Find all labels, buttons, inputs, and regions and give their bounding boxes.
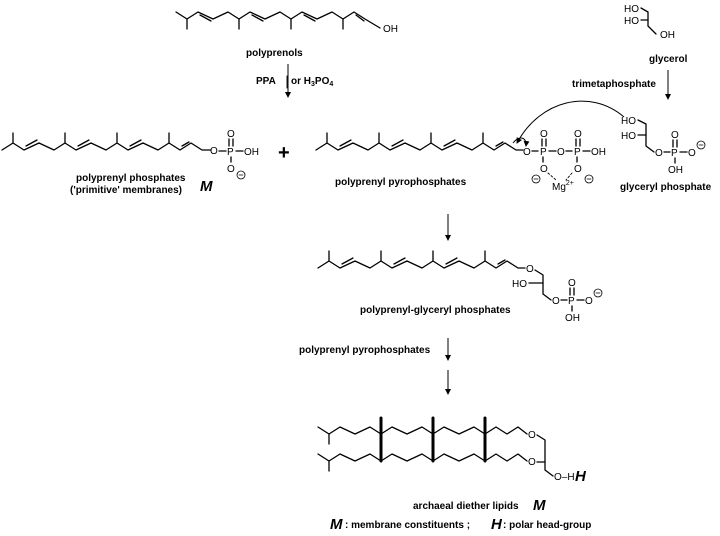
pgp-anion-o: O <box>585 296 593 307</box>
pp-anion-o-1: O <box>540 164 548 175</box>
lipid-ether-oxygen-1: O <box>528 430 536 441</box>
glyceryl-phosphate-structure: HO HO O P O O OH <box>621 116 706 176</box>
reagent-pyrophosphates-label: polyprenyl pyrophosphates <box>299 345 431 356</box>
reagent-phosphoric-acid: or H3PO4 <box>291 76 333 88</box>
polyprenyl-glyceryl-phosphates-label: polyprenyl-glyceryl phosphates <box>360 305 511 316</box>
anionic-oxygen: O <box>227 164 235 175</box>
legend-symbol-m: M <box>330 516 343 533</box>
pp-ester-oxygen: O <box>523 147 531 158</box>
archaeal-lipid-structure: O O O–H H <box>317 416 587 485</box>
polyprenyl-pyrophosphate-structure: O P O O P O OH O O Mg2+ <box>315 100 625 193</box>
pgp-ho: HO <box>512 279 527 290</box>
pgp-oh: OH <box>565 313 580 324</box>
pp-phosphorus-1: P <box>540 147 547 158</box>
glycerol-label: glycerol <box>649 54 688 65</box>
plus-sign: + <box>278 142 290 164</box>
lipid-ether-oxygen-2: O <box>528 457 536 468</box>
primitive-membranes-label: ('primitive' membranes) <box>70 185 182 196</box>
polar-head-symbol-h: H <box>575 468 587 485</box>
legend-membrane-text: : membrane constituents ; <box>345 520 470 531</box>
reagent-ppa: PPA <box>256 76 276 87</box>
pp-anion-o-2: O <box>574 164 582 175</box>
gp-ho-2: HO <box>621 131 636 142</box>
gp-ester-oxygen: O <box>655 148 663 159</box>
membrane-symbol-m-2: M <box>533 497 546 514</box>
polyprenol-structure: OH <box>175 11 398 35</box>
trimetaphosphate-label: trimetaphosphate <box>572 79 656 90</box>
pp-phosphorus-2: P <box>574 147 581 158</box>
hydroxyl-label: OH <box>383 24 398 35</box>
glycerol-structure: HO HO OH <box>624 4 675 41</box>
polyprenyl-glyceryl-phosphate-structure: O HO O P O O OH <box>317 250 603 324</box>
membrane-symbol-m-1: M <box>200 178 213 195</box>
phosphoryl-oxygen: O <box>227 129 235 140</box>
gp-phosphorus: P <box>671 148 678 159</box>
ester-oxygen: O <box>210 146 218 157</box>
glycerol-ho-1: HO <box>624 4 639 15</box>
phosphorus: P <box>227 147 234 158</box>
polyprenyl-pyrophosphates-label: polyprenyl pyrophosphates <box>335 177 467 188</box>
glycerol-oh: OH <box>660 30 675 41</box>
gp-oxo: O <box>671 130 679 141</box>
lipid-head-oxygen: O–H <box>554 472 575 483</box>
magnesium-ion: Mg2+ <box>552 180 574 193</box>
polyprenyl-phosphate-structure: O P OH O O <box>1 129 259 180</box>
legend-head-group-text: : polar head-group <box>503 520 591 531</box>
glyceryl-phosphate-label: glyceryl phosphate <box>620 182 712 193</box>
phosphate-oh: OH <box>244 147 259 158</box>
pgp-ether-oxygen: O <box>526 264 534 275</box>
gp-ho-1: HO <box>621 116 636 127</box>
pp-oxo-2: O <box>574 129 582 140</box>
gp-anion-o: O <box>688 148 696 159</box>
polyprenyl-phosphates-label: polyprenyl phosphates <box>76 173 186 184</box>
pp-oxo-1: O <box>540 129 548 140</box>
legend-symbol-h: H <box>491 516 503 533</box>
pp-oh: OH <box>591 147 606 158</box>
polyprenols-label: polyprenols <box>246 48 303 59</box>
pgp-ester-oxygen: O <box>552 296 560 307</box>
gp-oh: OH <box>668 165 683 176</box>
glycerol-ho-2: HO <box>624 16 639 27</box>
pp-bridging-oxygen: O <box>557 147 565 158</box>
pgp-oxo: O <box>568 278 576 289</box>
pgp-phosphorus: P <box>568 296 575 307</box>
archaeal-diether-lipids-label: archaeal diether lipids <box>413 501 519 512</box>
